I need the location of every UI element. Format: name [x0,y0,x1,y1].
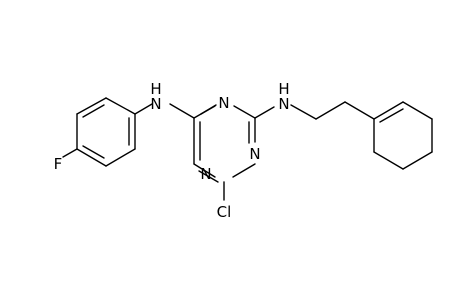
bond [402,151,433,170]
bond [134,103,153,115]
bond [233,105,256,119]
bond [373,151,404,170]
fluorophenyl-ring [62,97,136,167]
bond [315,101,346,120]
atom-label-h: H [150,80,161,98]
bond [254,106,275,119]
bond [198,170,219,183]
bond [193,163,216,178]
bond [62,148,78,158]
bond [82,104,105,118]
atom-label-n: N [200,165,211,183]
atom-label-f: F [54,155,63,173]
atom-label-n: N [249,145,260,163]
atom-label-n: N [218,94,229,112]
bond [76,97,107,115]
bond [169,103,195,119]
atom-label-cl: Cl [217,203,232,221]
atom-label-n: N [150,95,161,113]
bond [82,145,105,159]
bond [290,104,317,120]
atom-label-h: H [278,80,289,98]
bond [105,148,136,167]
bond [200,104,217,115]
cyclohexene-ring [373,101,433,170]
atom-label-n: N [278,95,289,113]
bond [344,101,375,120]
bond [232,163,256,178]
bond [105,97,136,115]
triazine-ring [193,104,256,183]
bond [373,101,404,120]
bond [402,101,433,120]
bond [76,148,107,167]
bond [379,108,404,123]
